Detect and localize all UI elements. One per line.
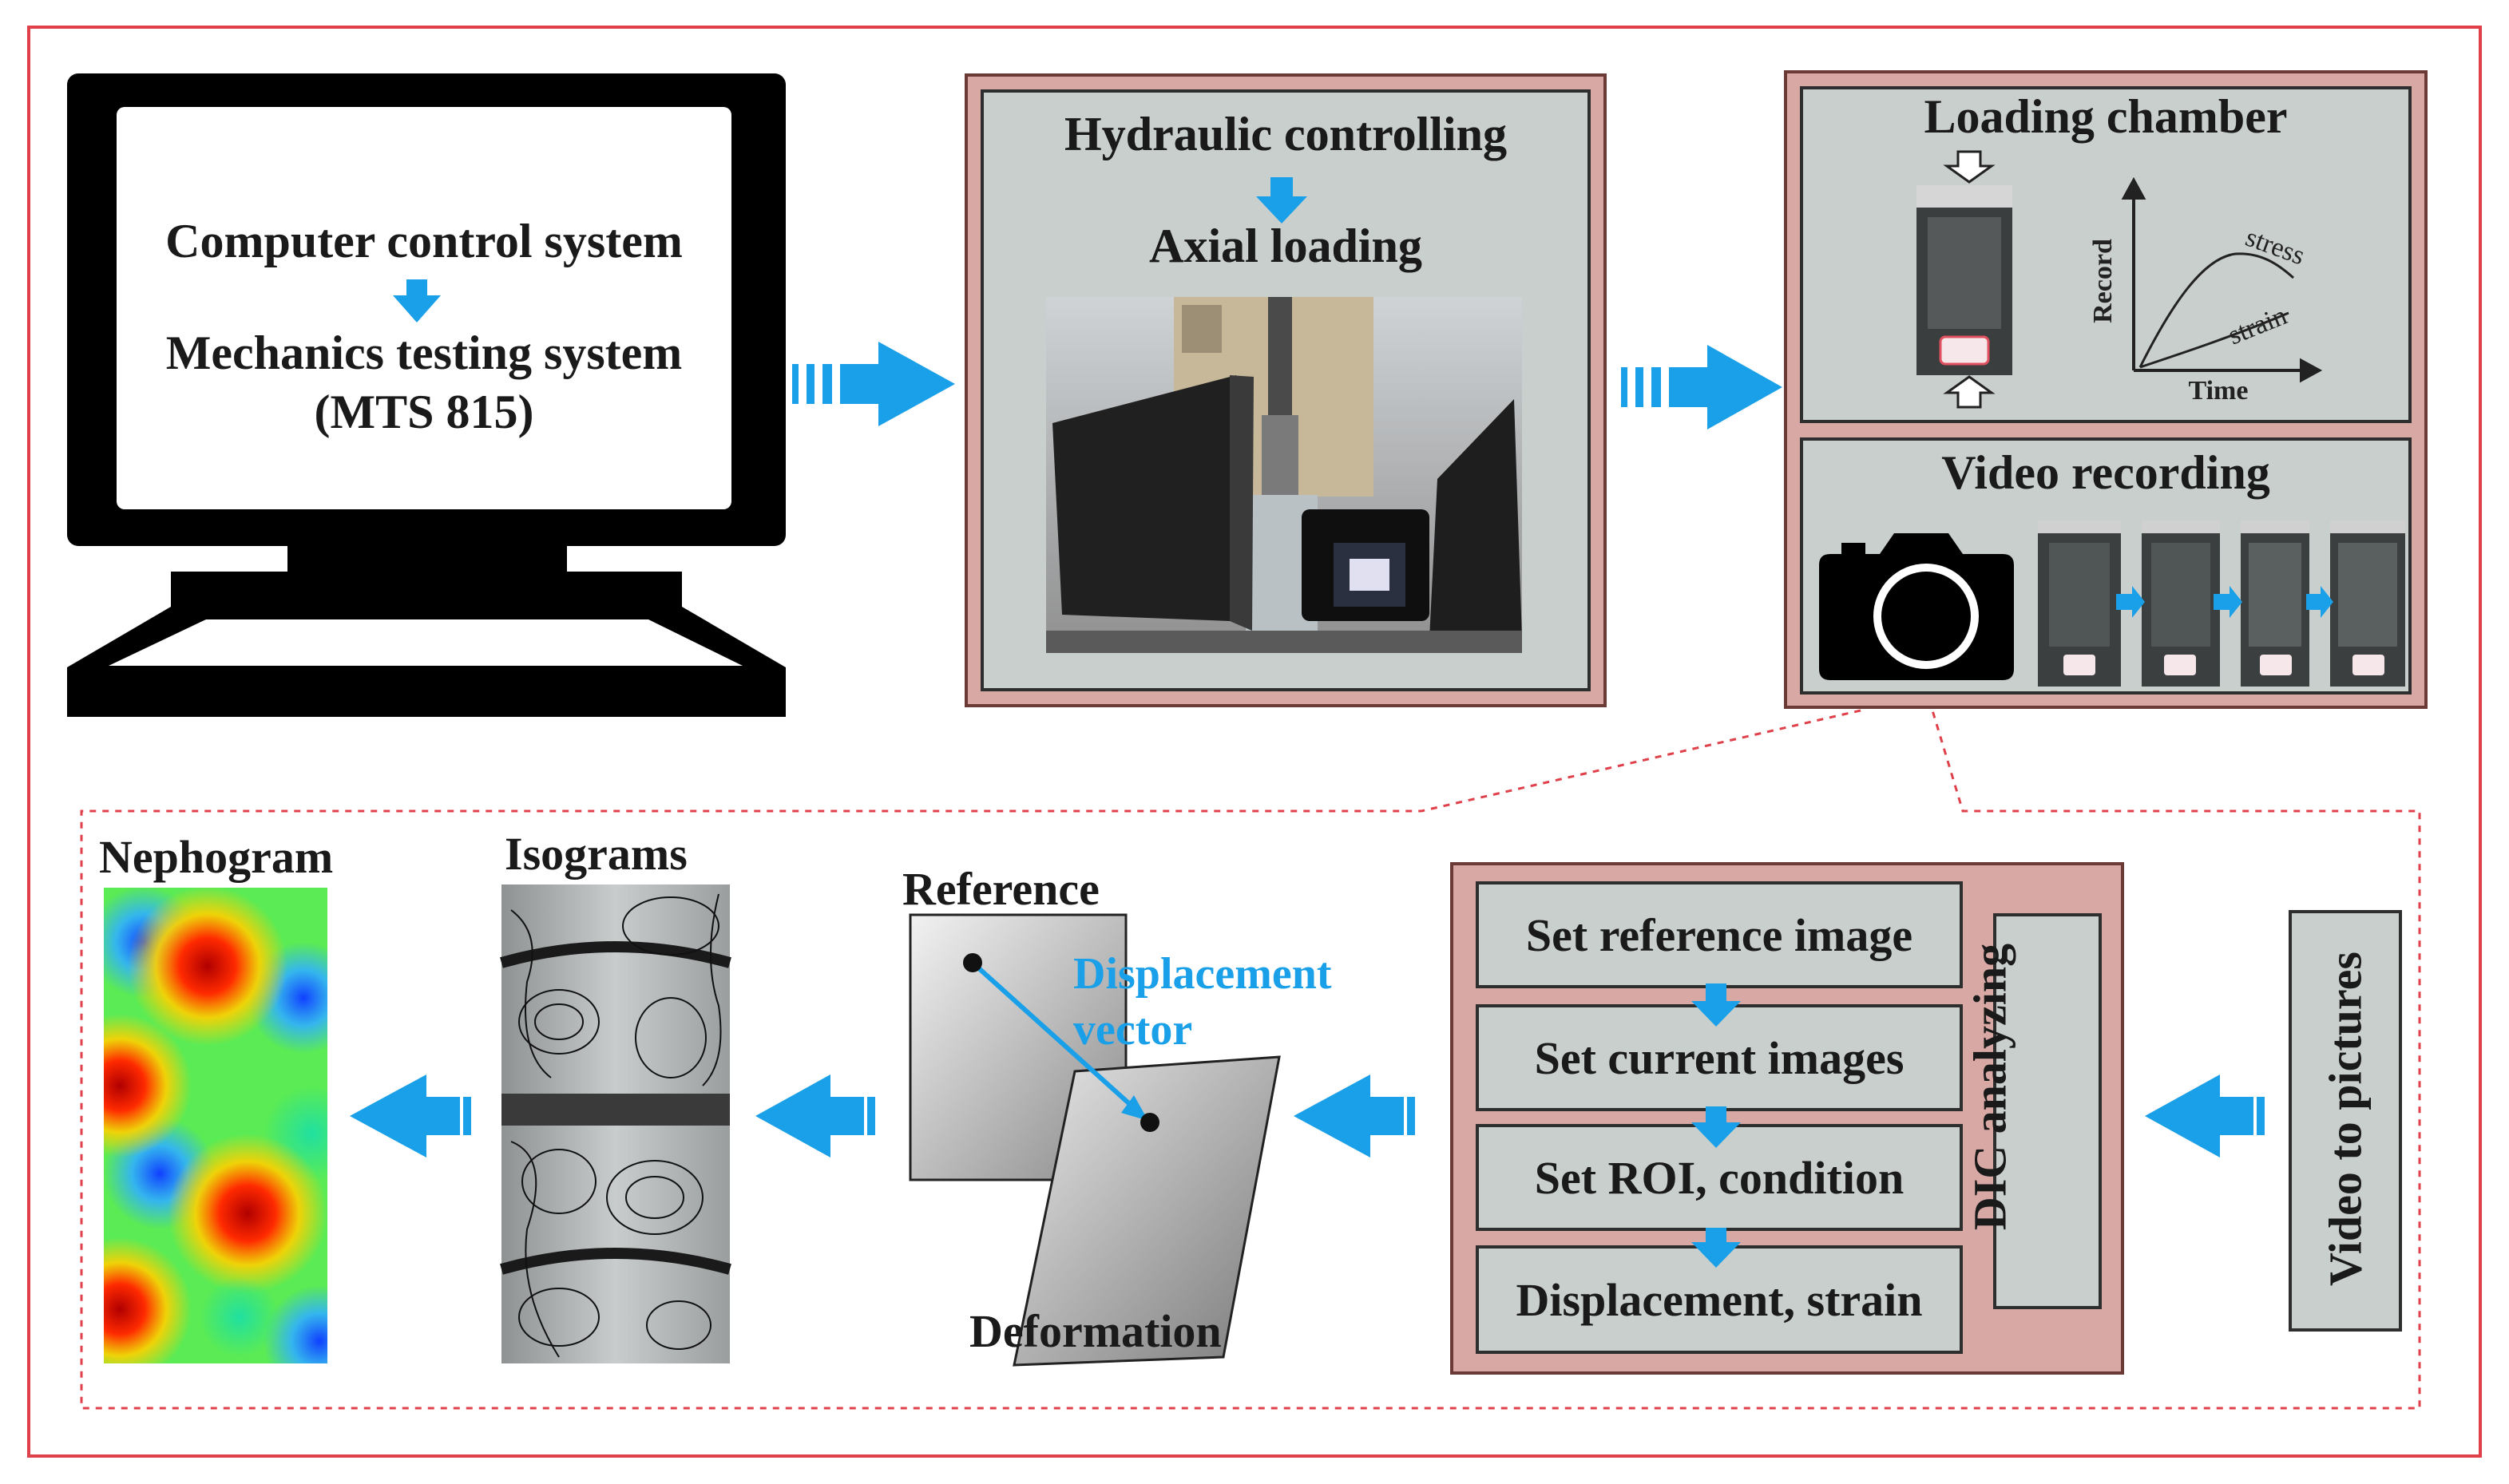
time-axis-label: Time <box>2189 376 2249 406</box>
hydraulic-title: Hydraulic controlling <box>1064 108 1507 160</box>
isograms-label: Isograms <box>505 828 688 880</box>
displacement-label: Displacement <box>1073 949 1332 999</box>
arrow-left-3 <box>1294 1074 1415 1158</box>
hydraulic-title-front: Hydraulic controlling <box>1064 108 1507 160</box>
mts-model-label: (MTS 815) <box>314 386 534 438</box>
nephogram-label: Nephogram <box>99 831 334 883</box>
axial-loading-label-front: Axial loading <box>1149 220 1422 272</box>
dic-step-1: Set reference image <box>1476 881 1963 988</box>
video-frame-sequence <box>2038 520 2405 687</box>
computer-control-label: Computer control system <box>165 215 683 267</box>
deformation-label: Deformation <box>969 1305 1222 1357</box>
reference-deformation-diagram <box>909 913 1281 1367</box>
isograms-image <box>500 884 731 1363</box>
dic-step-3: Set ROI, condition <box>1476 1124 1963 1231</box>
dotted-connector <box>80 709 2421 1410</box>
camera-icon-front <box>1819 533 2014 680</box>
stress-strain-axes <box>2121 176 2323 383</box>
loading-specimen-icon <box>1916 150 2012 409</box>
arrow-right-2 <box>1621 345 1782 429</box>
arrow-right-1 <box>792 342 955 426</box>
outer-border <box>27 26 2482 1458</box>
arrow-left-1 <box>350 1074 471 1158</box>
monitor-down-arrow <box>393 279 441 323</box>
nephogram-image <box>104 888 327 1363</box>
loading-chamber-title: Loading chamber <box>1924 90 2288 143</box>
record-axis-label: Record <box>2088 239 2118 323</box>
axial-loading-label: Axial loading <box>1149 220 1422 272</box>
video-to-pictures-box <box>2289 910 2402 1332</box>
test-machine-photo <box>1046 297 1522 653</box>
hydraulic-arrow-front <box>1256 177 1307 224</box>
arrow-left-4 <box>2145 1074 2265 1158</box>
strain-curve-label: strain <box>2224 301 2291 351</box>
arrow-left-2 <box>755 1074 875 1158</box>
dic-side-box <box>1993 913 2102 1309</box>
reference-label: Reference <box>902 863 1100 915</box>
mechanics-testing-label: Mechanics testing system <box>165 326 683 379</box>
vector-label: vector <box>1073 1005 1193 1055</box>
dic-step-arrows-front <box>1691 983 1741 1268</box>
video-recording-title: Video recording <box>1941 446 2270 499</box>
